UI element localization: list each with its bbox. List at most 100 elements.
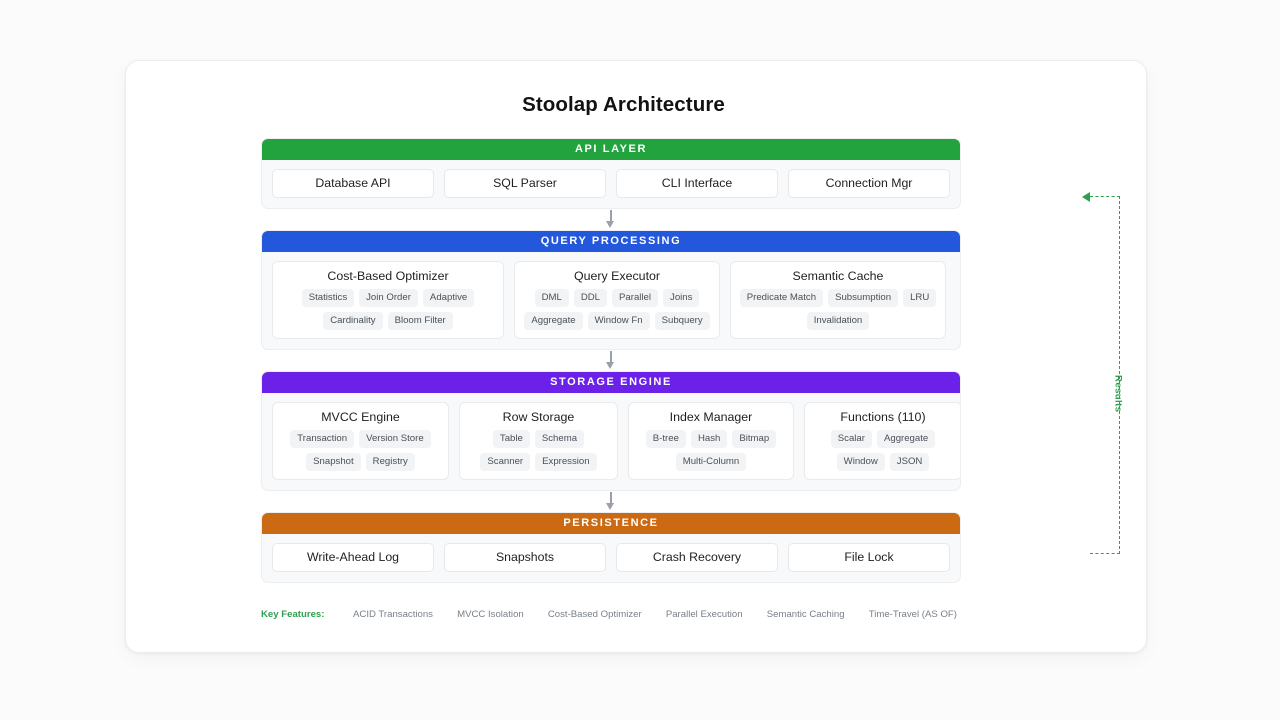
box-file-lock[interactable]: File Lock [788, 543, 950, 572]
chip-list: DML DDL Parallel Joins Aggregate Window … [522, 289, 712, 330]
chip-join-order[interactable]: Join Order [359, 289, 418, 307]
results-feedback-loop: Results [1082, 192, 1124, 554]
group-title: Cost-Based Optimizer [327, 269, 449, 283]
chip-bloom-filter[interactable]: Bloom Filter [387, 312, 453, 330]
group-title: Semantic Cache [792, 269, 884, 283]
chip-lru[interactable]: LRU [903, 289, 937, 307]
chip-window-fn[interactable]: Window Fn [587, 312, 650, 330]
chip-bitmap[interactable]: Bitmap [732, 430, 777, 448]
architecture-card: Stoolap Architecture API LAYER Database … [125, 60, 1147, 653]
chip-subsumption[interactable]: Subsumption [828, 289, 899, 307]
chip-dml[interactable]: DML [534, 289, 569, 307]
group-row-storage: Row Storage Table Schema Scanner Express… [459, 402, 618, 480]
chip-adaptive[interactable]: Adaptive [422, 289, 475, 307]
group-cost-based-optimizer: Cost-Based Optimizer Statistics Join Ord… [272, 261, 504, 339]
feature-mvcc-isolation: MVCC Isolation [457, 609, 524, 620]
key-features-items: ACID Transactions MVCC Isolation Cost-Ba… [353, 609, 961, 620]
chip-schema[interactable]: Schema [534, 430, 585, 448]
loop-right-segment [1119, 196, 1120, 554]
chip-multi-column[interactable]: Multi-Column [675, 453, 747, 471]
box-crash-recovery[interactable]: Crash Recovery [616, 543, 778, 572]
chip-ddl[interactable]: DDL [573, 289, 608, 307]
chip-list: B-tree Hash Bitmap Multi-Column [636, 430, 786, 471]
group-title: MVCC Engine [321, 410, 400, 424]
connector-query-to-storage [261, 350, 961, 371]
chip-subquery[interactable]: Subquery [654, 312, 710, 330]
group-semantic-cache: Semantic Cache Predicate Match Subsumpti… [730, 261, 946, 339]
arrow-down-icon [606, 221, 614, 228]
chip-list: Scalar Aggregate Window JSON [812, 430, 954, 471]
loop-bottom-segment [1090, 553, 1120, 554]
box-database-api[interactable]: Database API [272, 169, 434, 198]
feature-parallel-execution: Parallel Execution [665, 609, 743, 620]
group-title: Row Storage [502, 410, 575, 424]
layer-header-persistence: PERSISTENCE [262, 513, 960, 534]
chip-aggregate[interactable]: Aggregate [524, 312, 583, 330]
arrow-shaft [610, 351, 612, 364]
group-mvcc-engine: MVCC Engine Transaction Version Store Sn… [272, 402, 449, 480]
architecture-diagram: Stoolap Architecture API LAYER Database … [261, 93, 1124, 620]
chip-registry[interactable]: Registry [365, 453, 415, 471]
chip-list: Statistics Join Order Adaptive Cardinali… [280, 289, 496, 330]
chip-snapshot[interactable]: Snapshot [306, 453, 361, 471]
loop-top-segment [1082, 192, 1120, 202]
layer-body-storage-engine: MVCC Engine Transaction Version Store Sn… [262, 393, 960, 490]
chip-predicate-match[interactable]: Predicate Match [739, 289, 824, 307]
arrow-left-icon [1082, 192, 1090, 202]
arrow-shaft [610, 492, 612, 505]
key-features-label: Key Features: [261, 609, 325, 620]
chip-transaction[interactable]: Transaction [290, 430, 355, 448]
layer-persistence: PERSISTENCE Write-Ahead Log Snapshots Cr… [261, 512, 961, 583]
chip-version-store[interactable]: Version Store [359, 430, 431, 448]
layer-header-query-processing: QUERY PROCESSING [262, 231, 960, 252]
layer-storage-engine: STORAGE ENGINE MVCC Engine Transaction V… [261, 371, 961, 491]
group-functions: Functions (110) Scalar Aggregate Window … [804, 402, 960, 480]
group-title: Query Executor [573, 269, 661, 283]
group-query-executor: Query Executor DML DDL Parallel Joins Ag… [514, 261, 720, 339]
chip-table[interactable]: Table [492, 430, 530, 448]
layer-query-processing: QUERY PROCESSING Cost-Based Optimizer St… [261, 230, 961, 350]
chip-scalar[interactable]: Scalar [830, 430, 872, 448]
arrow-down-icon [606, 503, 614, 510]
connector-api-to-query [261, 209, 961, 230]
chip-cardinality[interactable]: Cardinality [323, 312, 383, 330]
chip-statistics[interactable]: Statistics [301, 289, 355, 307]
chip-scanner[interactable]: Scanner [480, 453, 531, 471]
feature-semantic-caching: Semantic Caching [766, 609, 845, 620]
results-label: Results [1112, 375, 1124, 413]
key-features: Key Features: ACID Transactions MVCC Iso… [261, 609, 961, 620]
chip-hash[interactable]: Hash [690, 430, 728, 448]
arrow-down-icon [606, 362, 614, 369]
feature-cost-based-optimizer: Cost-Based Optimizer [547, 609, 642, 620]
box-connection-mgr[interactable]: Connection Mgr [788, 169, 950, 198]
layer-body-persistence: Write-Ahead Log Snapshots Crash Recovery… [262, 534, 960, 582]
chip-joins[interactable]: Joins [663, 289, 700, 307]
box-snapshots[interactable]: Snapshots [444, 543, 606, 572]
chip-window[interactable]: Window [836, 453, 885, 471]
connector-storage-to-persistence [261, 491, 961, 512]
group-index-manager: Index Manager B-tree Hash Bitmap Multi-C… [628, 402, 794, 480]
chip-list: Predicate Match Subsumption LRU Invalida… [738, 289, 938, 330]
page-title: Stoolap Architecture [522, 93, 725, 116]
chip-aggregate[interactable]: Aggregate [876, 430, 936, 448]
chip-json[interactable]: JSON [889, 453, 930, 471]
chip-list: Transaction Version Store Snapshot Regis… [280, 430, 441, 471]
arrow-shaft [610, 210, 612, 223]
feature-time-travel: Time-Travel (AS OF) [868, 609, 957, 620]
chip-expression[interactable]: Expression [535, 453, 597, 471]
layer-body-query-processing: Cost-Based Optimizer Statistics Join Ord… [262, 252, 960, 349]
layer-header-storage-engine: STORAGE ENGINE [262, 372, 960, 393]
box-write-ahead-log[interactable]: Write-Ahead Log [272, 543, 434, 572]
box-sql-parser[interactable]: SQL Parser [444, 169, 606, 198]
group-title: Index Manager [669, 410, 753, 424]
chip-invalidation[interactable]: Invalidation [806, 312, 870, 330]
layer-api-layer: API LAYER Database API SQL Parser CLI In… [261, 138, 961, 209]
chip-parallel[interactable]: Parallel [612, 289, 659, 307]
feature-acid-transactions: ACID Transactions [353, 609, 433, 620]
layer-body-api-layer: Database API SQL Parser CLI Interface Co… [262, 160, 960, 208]
box-cli-interface[interactable]: CLI Interface [616, 169, 778, 198]
layer-header-api-layer: API LAYER [262, 139, 960, 160]
chip-b-tree[interactable]: B-tree [645, 430, 686, 448]
chip-list: Table Schema Scanner Expression [467, 430, 610, 471]
